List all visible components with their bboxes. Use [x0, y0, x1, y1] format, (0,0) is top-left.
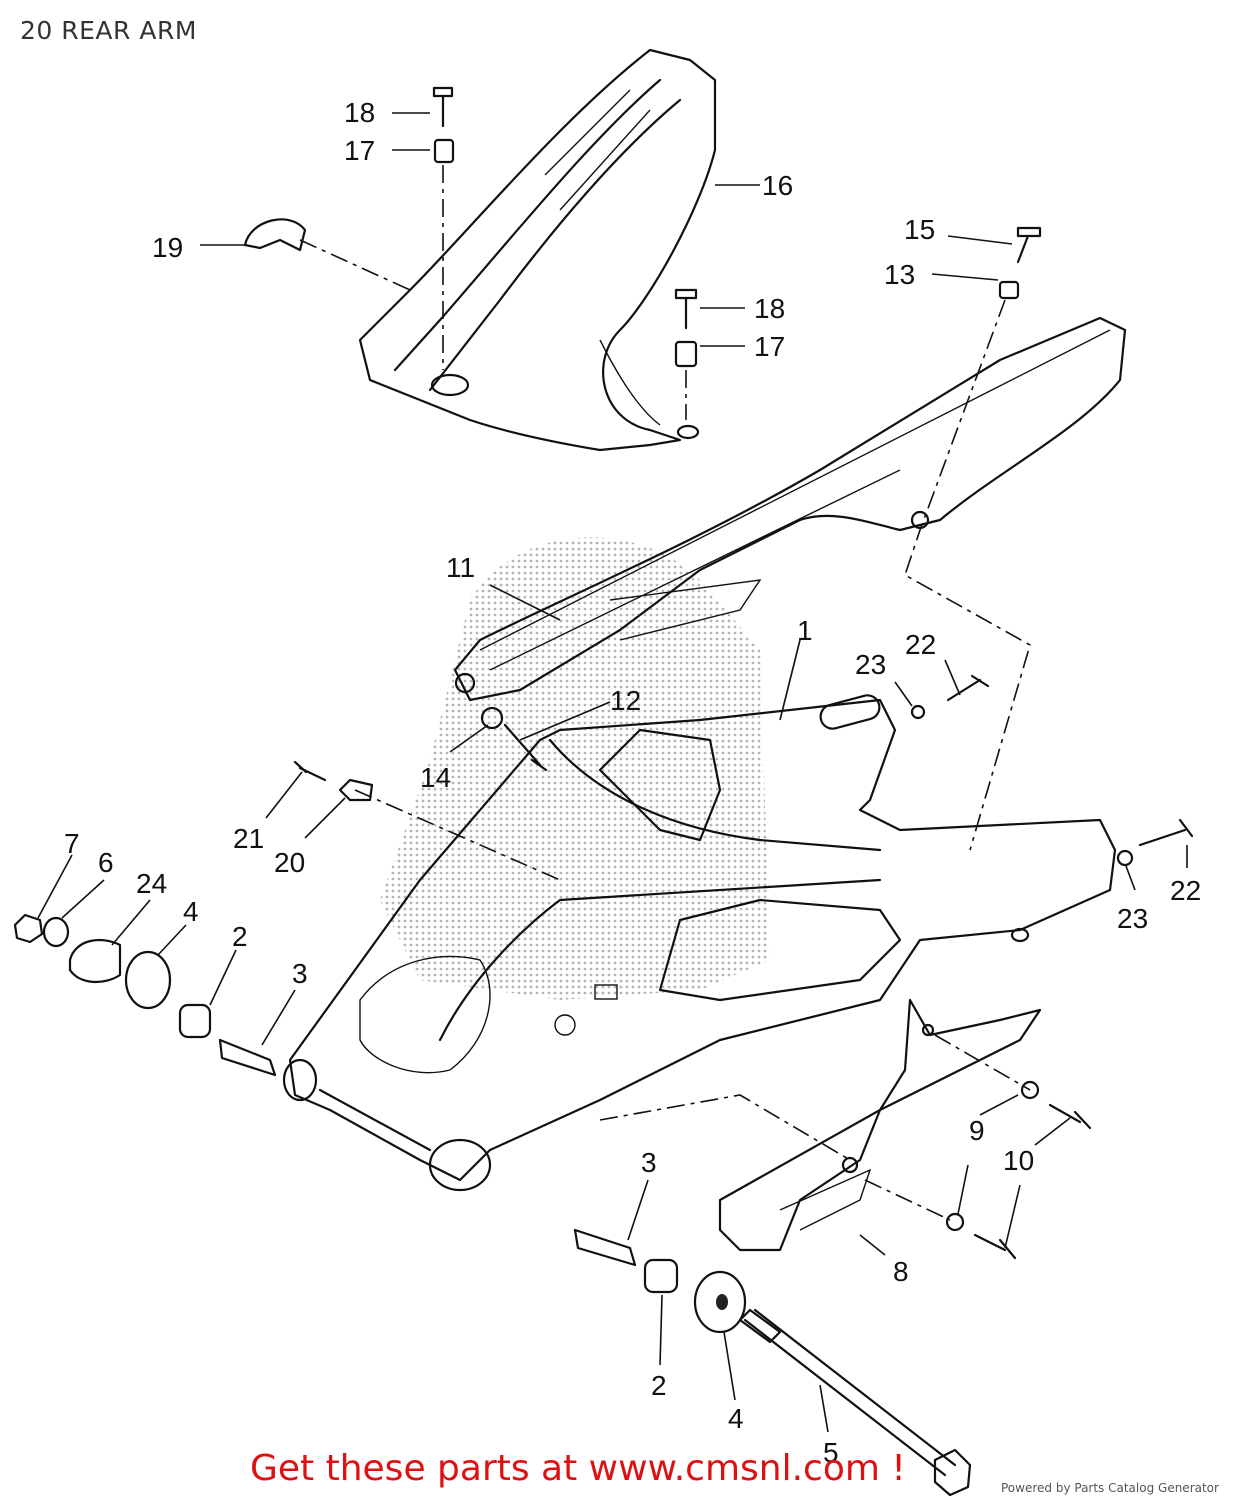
callout-15: 15 — [904, 214, 935, 245]
callout-11: 11 — [446, 552, 475, 583]
callout-22: 22 — [905, 629, 936, 660]
callout-13: 13 — [884, 259, 915, 290]
callout-leaders — [37, 112, 1188, 1433]
callout-labels: 1 2 2 3 3 4 4 5 6 7 8 9 10 11 12 13 14 1… — [64, 97, 1201, 1468]
callout-17: 17 — [344, 135, 375, 166]
callout-14: 14 — [420, 762, 451, 793]
pivot-shaft-part[interactable] — [738, 1308, 972, 1497]
callout-4: 4 — [183, 896, 199, 927]
callout-2: 2 — [232, 921, 248, 952]
callout-3: 3 — [641, 1147, 657, 1178]
callout-9: 9 — [969, 1115, 985, 1146]
chain-guide-part[interactable] — [718, 998, 1042, 1252]
powered-by-text: Powered by Parts Catalog Generator — [1001, 1481, 1219, 1495]
callout-8: 8 — [893, 1256, 909, 1287]
callout-18: 18 — [754, 293, 785, 324]
callout-10: 10 — [1003, 1145, 1034, 1176]
callout-23: 23 — [1117, 903, 1148, 934]
callout-3: 3 — [292, 958, 308, 989]
get-parts-link[interactable]: Get these parts at www.cmsnl.com ! — [250, 1448, 906, 1489]
rear-fender-part[interactable] — [358, 48, 717, 452]
callout-19: 19 — [152, 232, 183, 263]
callout-20: 20 — [274, 847, 305, 878]
callout-16: 16 — [762, 170, 793, 201]
callout-2: 2 — [651, 1370, 667, 1401]
callout-23: 23 — [855, 649, 886, 680]
chain-case-part[interactable] — [453, 316, 1127, 702]
callout-22: 22 — [1170, 875, 1201, 906]
callout-17: 17 — [754, 331, 785, 362]
callout-24: 24 — [136, 868, 167, 899]
callout-5: 5 — [823, 1437, 839, 1468]
callout-18: 18 — [344, 97, 375, 128]
assembly-lines — [299, 165, 1031, 1221]
callout-4: 4 — [728, 1403, 744, 1434]
callout-12: 12 — [610, 685, 641, 716]
watermark-logo — [380, 537, 770, 1000]
callout-6: 6 — [98, 847, 114, 878]
callout-21: 21 — [233, 823, 264, 854]
callout-1: 1 — [797, 615, 813, 646]
hardware-parts — [13, 86, 1194, 1334]
callout-7: 7 — [64, 828, 80, 859]
swing-arm-part[interactable] — [282, 693, 1117, 1192]
page-title: 20 REAR ARM — [20, 16, 197, 45]
